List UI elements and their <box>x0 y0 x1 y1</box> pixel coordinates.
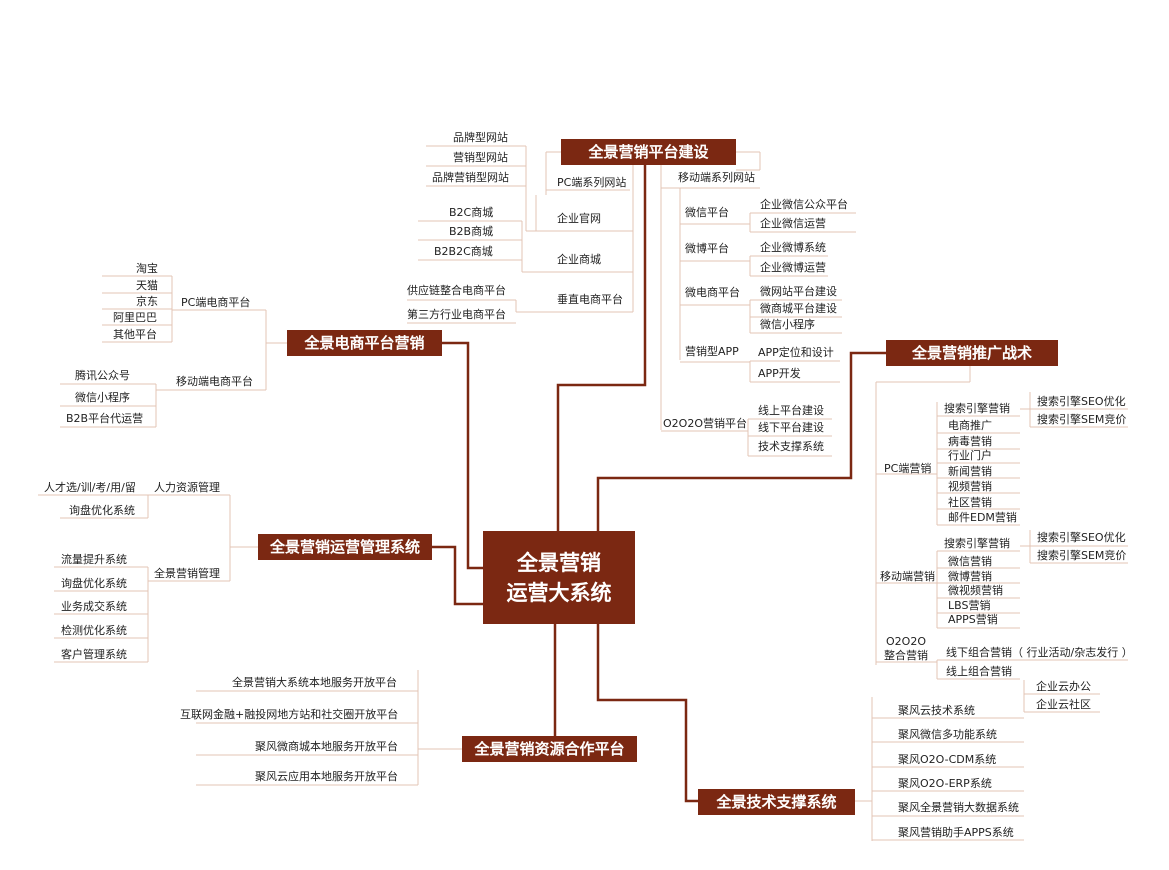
promo-pc-ecom: 电商推广 <box>948 419 992 432</box>
mall-b2b: B2B商城 <box>449 225 494 238</box>
tech-bigdata: 聚风全景营销大数据系统 <box>898 801 1019 814</box>
hub-tech: 全景技术支撑系统 <box>698 789 855 815</box>
center-node: 全景营销 运营大系统 <box>483 531 635 624</box>
promo-o2o-line2: 整合营销 <box>884 649 928 662</box>
mall-b2c: B2C商城 <box>449 206 494 219</box>
marketing-app: 营销型APP <box>685 345 739 358</box>
o2o-offline: 线下平台建设 <box>758 421 824 434</box>
tech-apps: 聚风营销助手APPS系统 <box>898 826 1014 839</box>
hub-resources: 全景营销资源合作平台 <box>462 736 637 762</box>
official-site: 企业官网 <box>557 212 601 225</box>
ops-hr: 人力资源管理 <box>154 481 220 494</box>
ec-mobile-platform: 移动端电商平台 <box>176 375 253 388</box>
ops-inquiry: 询盘优化系统 <box>61 577 127 590</box>
promo-pc-sem: 搜索引擎SEM竞价 <box>1037 413 1127 426</box>
o2o-online: 线上平台建设 <box>758 404 824 417</box>
app-design: APP定位和设计 <box>758 346 834 359</box>
micro-site: 微网站平台建设 <box>760 285 837 298</box>
center-title-line2: 运营大系统 <box>506 580 612 605</box>
promo-mobile-video: 微视频营销 <box>948 584 1003 597</box>
ec-taobao: 淘宝 <box>136 262 158 275</box>
pc-site-brand: 品牌型网站 <box>453 131 508 144</box>
promo-o2o-offline: 线下组合营销（ 行业活动/杂志发行 ） <box>946 646 1133 659</box>
promo-o2o-line1: O2O2O <box>886 635 926 648</box>
promo-mobile-lbs: LBS营销 <box>948 599 991 612</box>
hub-operations: 全景营销运营管理系统 <box>258 534 432 560</box>
ops-marketing-mgmt: 全景营销管理 <box>154 567 220 580</box>
wechat-ops: 企业微信运营 <box>760 217 826 230</box>
ec-miniprogram: 微信小程序 <box>75 391 130 404</box>
hub-promotion: 全景营销推广战术 <box>886 340 1058 366</box>
promo-pc: PC端营销 <box>884 462 932 475</box>
wechat-official: 企业微信公众平台 <box>760 198 848 211</box>
vertical-ecommerce: 垂直电商平台 <box>557 293 623 306</box>
res-local-service: 全景营销大系统本地服务开放平台 <box>232 676 397 689</box>
promo-pc-edm: 邮件EDM营销 <box>948 511 1017 524</box>
mobile-series-sites: 移动端系列网站 <box>678 171 755 184</box>
promo-pc-news: 新闻营销 <box>948 465 992 478</box>
ec-jd: 京东 <box>136 295 158 308</box>
res-finance: 互联网金融+融投网地方站和社交圈开放平台 <box>180 708 399 721</box>
promo-mobile: 移动端营销 <box>880 570 935 583</box>
promo-pc-video: 视频营销 <box>948 480 992 493</box>
ops-talent: 人才选/训/考/用/留 <box>44 481 136 494</box>
o2o-platform: O2O2O营销平台 <box>663 417 747 430</box>
promo-mobile-sem: 搜索引擎SEM竞价 <box>1037 549 1127 562</box>
pc-series-sites: PC端系列网站 <box>557 176 627 189</box>
promo-o2o-online: 线上组合营销 <box>946 665 1012 678</box>
promo-mobile-seo: 搜索引擎SEO优化 <box>1037 531 1126 544</box>
micro-miniprogram: 微信小程序 <box>760 318 815 331</box>
promo-mobile-wechat: 微信营销 <box>948 555 992 568</box>
ec-alibaba: 阿里巴巴 <box>113 311 157 324</box>
mall-b2b2c: B2B2C商城 <box>434 245 493 258</box>
promo-pc-seo: 搜索引擎SEO优化 <box>1037 395 1126 408</box>
promo-pc-community: 社区营销 <box>948 496 992 509</box>
tech-wechat: 聚风微信多功能系统 <box>898 728 997 741</box>
promo-pc-viral: 病毒营销 <box>948 435 992 448</box>
ops-traffic: 流量提升系统 <box>61 553 127 566</box>
ops-deal: 业务成交系统 <box>61 600 127 613</box>
ec-b2b-ops: B2B平台代运营 <box>66 412 144 425</box>
tech-cloud-office: 企业云办公 <box>1036 680 1091 693</box>
pc-site-marketing: 营销型网站 <box>453 151 508 164</box>
weibo-ops: 企业微博运营 <box>760 261 826 274</box>
vertical-third-party: 第三方行业电商平台 <box>407 308 506 321</box>
hub-ecommerce: 全景电商平台营销 <box>287 330 442 356</box>
tech-erp: 聚风O2O-ERP系统 <box>898 777 992 790</box>
micro-mall: 微商城平台建设 <box>760 302 837 315</box>
promo-mobile-weibo: 微博营销 <box>948 570 992 583</box>
res-cloud-app: 聚风云应用本地服务开放平台 <box>255 770 398 783</box>
pc-site-brand-marketing: 品牌营销型网站 <box>432 171 509 184</box>
ec-tencent: 腾讯公众号 <box>75 369 130 382</box>
ops-hr-inquiry: 询盘优化系统 <box>69 504 135 517</box>
tech-cdm: 聚风O2O-CDM系统 <box>898 753 997 766</box>
weibo-platform: 微博平台 <box>685 242 729 255</box>
res-micromall: 聚风微商城本地服务开放平台 <box>255 740 398 753</box>
hub-platform: 全景营销平台建设 <box>561 139 736 165</box>
vertical-supply-chain: 供应链整合电商平台 <box>407 284 506 297</box>
promo-pc-search: 搜索引擎营销 <box>944 402 1010 415</box>
ops-crm: 客户管理系统 <box>61 648 127 661</box>
micro-ecommerce: 微电商平台 <box>685 286 740 299</box>
wechat-platform: 微信平台 <box>685 206 729 219</box>
ec-tmall: 天猫 <box>136 279 158 292</box>
app-dev: APP开发 <box>758 367 801 380</box>
center-title-line1: 全景营销 <box>517 550 601 575</box>
ec-pc-platform: PC端电商平台 <box>181 296 251 309</box>
weibo-system: 企业微博系统 <box>760 241 826 254</box>
promo-mobile-search: 搜索引擎营销 <box>944 537 1010 550</box>
tech-cloud-community: 企业云社区 <box>1036 698 1091 711</box>
o2o-tech: 技术支撑系统 <box>758 440 824 453</box>
promo-pc-portal: 行业门户 <box>948 449 992 462</box>
tech-cloud: 聚风云技术系统 <box>898 704 975 717</box>
enterprise-mall: 企业商城 <box>557 253 601 266</box>
ops-detect: 检测优化系统 <box>61 624 127 637</box>
promo-mobile-apps: APPS营销 <box>948 613 998 626</box>
ec-other: 其他平台 <box>113 328 157 341</box>
